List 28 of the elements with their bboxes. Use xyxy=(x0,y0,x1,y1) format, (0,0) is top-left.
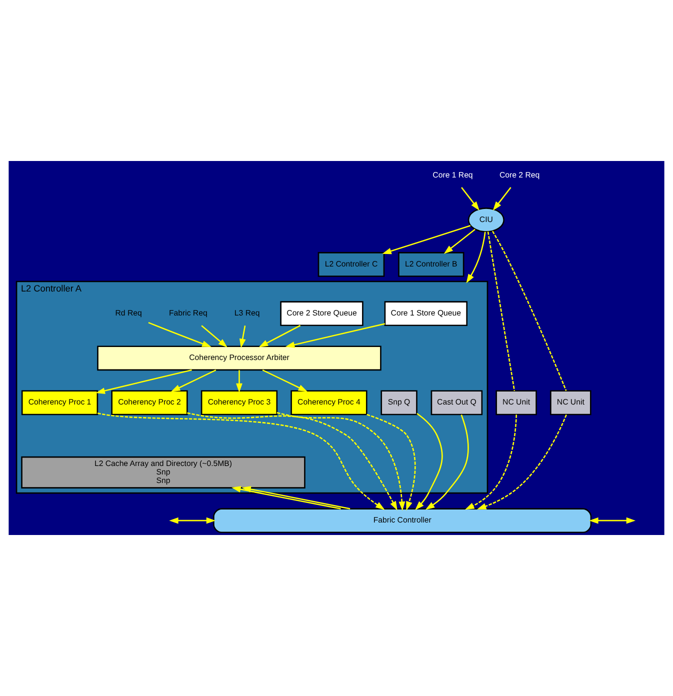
arrow xyxy=(444,228,476,254)
arrow xyxy=(239,326,246,348)
arrow xyxy=(589,517,636,524)
arrow xyxy=(425,414,469,510)
arrow xyxy=(236,370,242,393)
arrow xyxy=(232,486,341,510)
arrow xyxy=(285,323,386,348)
arrow xyxy=(382,225,471,254)
arrow xyxy=(262,369,308,392)
arrow xyxy=(276,412,406,511)
arrow xyxy=(366,414,416,511)
connector xyxy=(492,230,567,392)
arrow xyxy=(492,187,512,211)
arrow xyxy=(97,412,385,510)
arrow xyxy=(201,325,228,348)
arrow xyxy=(466,232,486,284)
arrow xyxy=(242,486,350,510)
arrow xyxy=(461,187,480,211)
arrow xyxy=(415,412,443,510)
arrow xyxy=(465,414,517,510)
arrow xyxy=(477,414,567,510)
connector xyxy=(487,232,516,391)
arrow xyxy=(148,322,212,348)
arrow xyxy=(96,369,192,394)
arrow xyxy=(187,412,398,510)
arrow xyxy=(170,369,216,392)
arrow xyxy=(258,324,301,348)
arrow xyxy=(169,517,216,524)
